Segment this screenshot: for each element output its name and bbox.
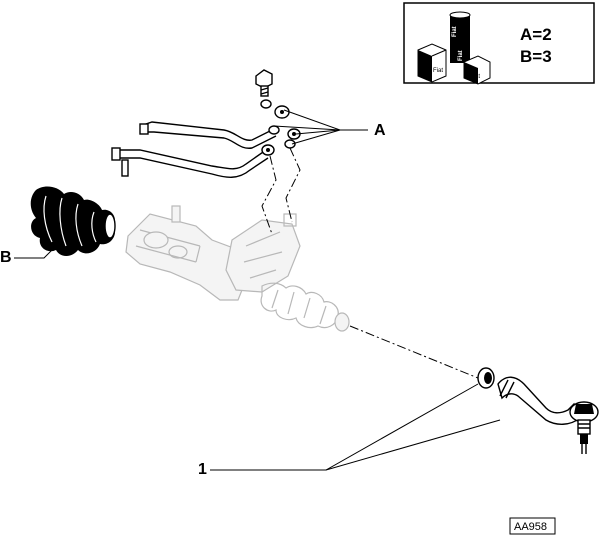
quantity-legend: Fiat Fiat Fiat Fiat A=2 B=3 — [403, 2, 595, 85]
legend-line-a: A=2 — [520, 25, 552, 44]
tie-rod-end — [497, 376, 599, 454]
grease-box-icon: Fiat — [417, 43, 447, 83]
callout-b-leader — [14, 241, 61, 259]
grease-tube-icon: Fiat — [463, 55, 491, 85]
lubricant-can-icon: Fiat Fiat — [449, 11, 471, 63]
tie-rod-nut — [477, 367, 495, 389]
drawing-code-tag: AA958 — [509, 517, 556, 535]
callout-1-leaders — [210, 383, 501, 471]
union-bolt — [255, 69, 273, 97]
rubber-boot — [30, 186, 116, 256]
box-label-left: Fiat — [433, 68, 443, 74]
pipe-connection-axis-left — [261, 155, 277, 235]
callout-1-label: 1 — [198, 461, 207, 478]
legend-line-b: B=3 — [520, 47, 552, 66]
box-label-right: Fiat — [470, 74, 480, 80]
assembly-axis-line — [349, 325, 479, 379]
callout-a-label: A — [374, 122, 386, 139]
drawing-code: AA958 — [514, 521, 547, 533]
sealing-washers — [260, 99, 301, 156]
pipe-connection-axis-right — [285, 147, 301, 223]
hydraulic-pipes — [111, 121, 277, 178]
can-label: Fiat — [452, 26, 458, 37]
callout-a-leaders — [273, 109, 368, 145]
callout-b-label: B — [0, 249, 12, 266]
steering-rack-housing — [125, 205, 350, 332]
can-label-2: Fiat — [458, 50, 464, 61]
